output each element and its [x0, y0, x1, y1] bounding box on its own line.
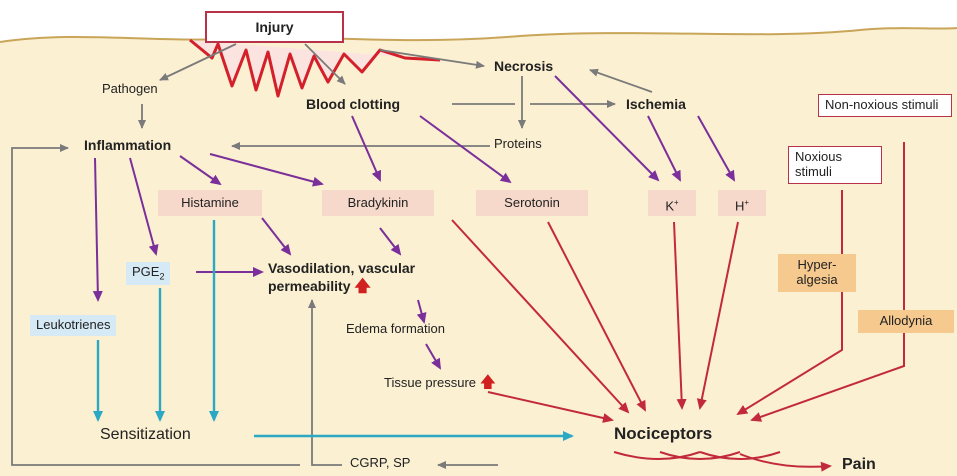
histamine-box: Histamine: [158, 190, 262, 216]
hyperalgesia-box: Hyper-algesia: [778, 254, 856, 292]
noxious-stimuli-box: Noxious stimuli: [788, 146, 882, 184]
pge2-box: PGE2: [126, 262, 170, 285]
nociceptors-label: Nociceptors: [614, 424, 712, 444]
proteins-label: Proteins: [494, 137, 542, 152]
edema-formation-label: Edema formation: [346, 322, 445, 337]
inflammation-label: Inflammation: [84, 137, 171, 153]
blood-clotting-label: Blood clotting: [306, 96, 400, 112]
sensitization-label: Sensitization: [100, 426, 191, 444]
pge2-subscript: 2: [159, 272, 164, 282]
increase-arrow-icon: 🡅: [480, 374, 496, 391]
allodynia-box: Allodynia: [858, 310, 954, 333]
non-noxious-stimuli-box: Non-noxious stimuli: [818, 94, 952, 117]
tissue-pressure-text: Tissue pressure: [384, 375, 476, 390]
potassium-box: K+: [648, 190, 696, 216]
cgrp-sp-label: CGRP, SP: [350, 456, 410, 471]
leukotrienes-box: Leukotrienes: [30, 315, 116, 336]
ischemia-label: Ischemia: [626, 96, 686, 112]
hydrogen-symbol: H: [735, 198, 744, 213]
necrosis-label: Necrosis: [494, 58, 553, 74]
increase-arrow-icon: 🡅: [354, 278, 370, 295]
vasodilation-label: Vasodilation, vascular permeability 🡅: [268, 260, 478, 296]
hydrogen-charge: +: [744, 198, 749, 207]
pain-label: Pain: [842, 456, 876, 474]
injury-label: Injury: [205, 11, 344, 43]
potassium-charge: +: [674, 198, 679, 207]
serotonin-box: Serotonin: [476, 190, 588, 216]
pathogen-label: Pathogen: [102, 82, 158, 97]
pge2-text: PGE: [132, 264, 159, 279]
bradykinin-box: Bradykinin: [322, 190, 434, 216]
potassium-symbol: K: [665, 198, 674, 213]
vasodilation-text: Vasodilation, vascular permeability: [268, 260, 415, 294]
tissue-pressure-label: Tissue pressure 🡅: [384, 374, 496, 392]
hydrogen-box: H+: [718, 190, 766, 216]
